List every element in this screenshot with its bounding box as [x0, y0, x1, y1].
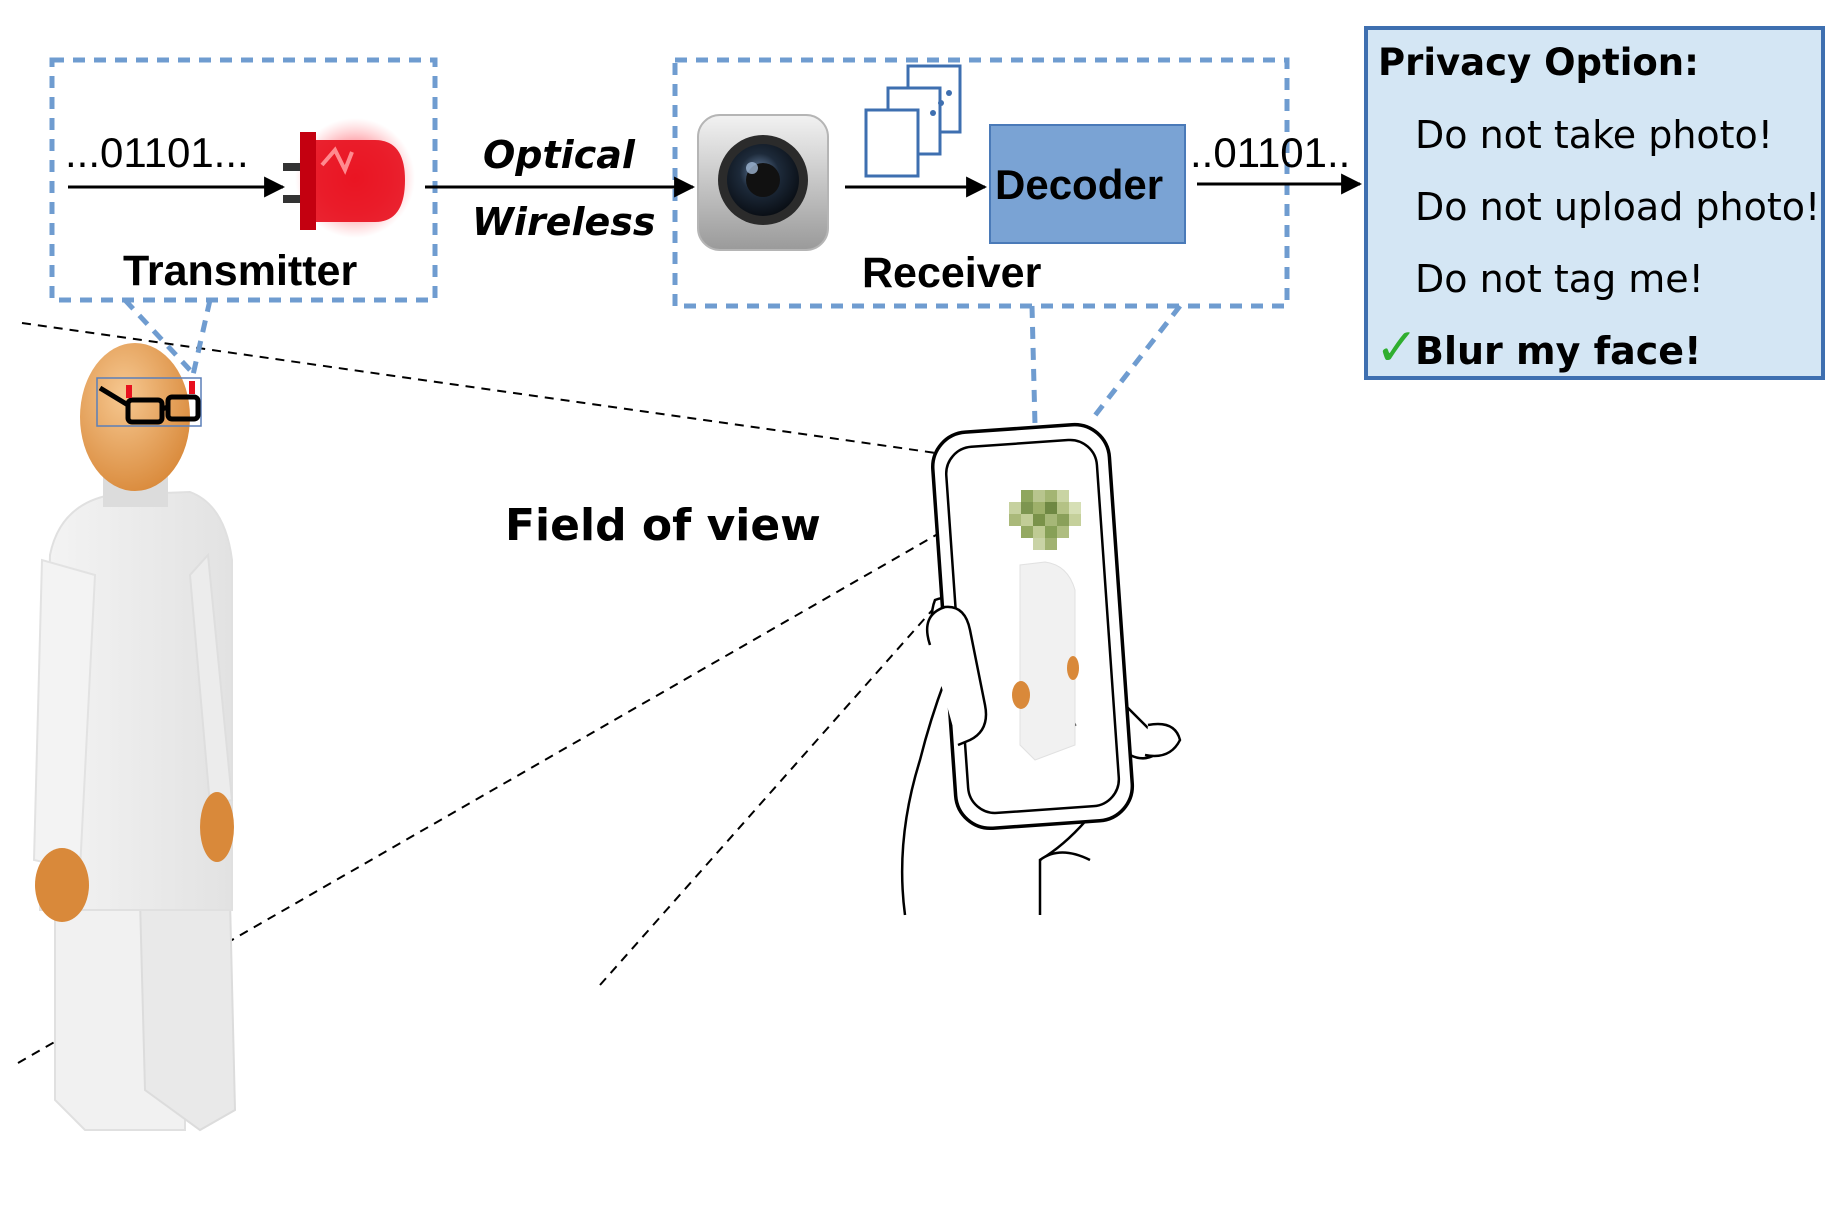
- decoder-box: [989, 124, 1186, 244]
- privacy-option-4-selected: Blur my face!: [1415, 329, 1701, 373]
- field-of-view-label: Field of view: [505, 500, 821, 551]
- phone-screen-person: [1012, 561, 1079, 761]
- transmitter-box: [49, 57, 438, 376]
- privacy-option-box: [1364, 26, 1825, 380]
- check-icon: ✓: [1375, 318, 1419, 378]
- glasses-led-left: [126, 385, 132, 398]
- photo-frames-icon: [864, 64, 962, 178]
- privacy-option-3: Do not tag me!: [1415, 257, 1704, 301]
- privacy-option-2: Do not upload photo!: [1415, 185, 1820, 229]
- transmitter-label: Transmitter: [123, 247, 357, 295]
- glasses-led-right: [189, 381, 195, 394]
- receiver-label: Receiver: [862, 249, 1042, 297]
- output-bits: ..01101..: [1190, 129, 1350, 176]
- channel-label-wireless: Wireless: [472, 200, 656, 244]
- channel-label-optical: Optical: [483, 133, 636, 177]
- person-figure: [32, 343, 237, 1132]
- privacy-option-1: Do not take photo!: [1415, 113, 1773, 157]
- blurred-face-pixels: [1009, 490, 1081, 550]
- camera-icon: [697, 114, 829, 251]
- transmitter-bits: ...01101...: [65, 129, 249, 176]
- glasses-icon: [98, 385, 201, 425]
- decoder-label: Decoder: [995, 161, 1163, 208]
- frame-dots: [930, 90, 952, 116]
- privacy-title: Privacy Option:: [1378, 41, 1699, 84]
- led-icon: [283, 118, 415, 238]
